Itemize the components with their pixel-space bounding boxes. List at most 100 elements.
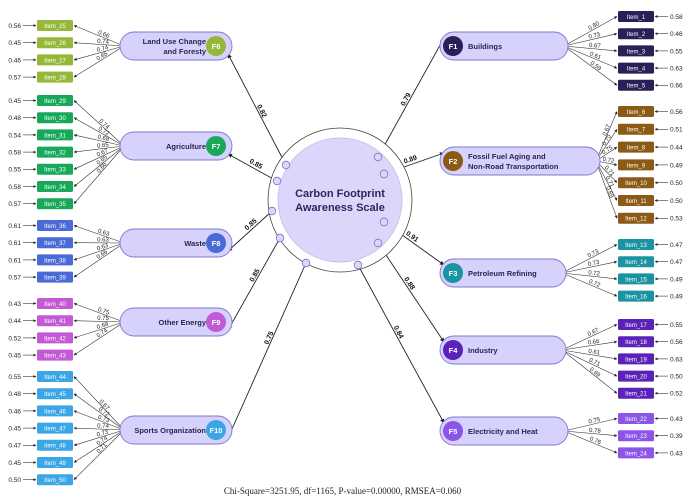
ring-connector-node	[272, 176, 282, 186]
item-name: Item_8	[627, 146, 646, 152]
error-variance: 0.45	[8, 40, 21, 47]
structural-loading-f2: 0.89	[403, 155, 418, 166]
item-box	[37, 181, 73, 192]
item-box	[618, 256, 654, 268]
error-variance: 0.45	[8, 353, 21, 360]
factor-node-f7	[119, 131, 233, 161]
item-name: Item_44	[44, 375, 66, 381]
item-loading-value: 0.61	[588, 349, 601, 357]
factor-code: F5	[449, 427, 458, 436]
item-loading-value: 0.72	[588, 270, 601, 277]
item-name: Item_30	[44, 116, 66, 122]
item-loading-value: 0.69	[604, 186, 614, 200]
item-loading-value: 0.72	[97, 126, 111, 137]
item-box	[618, 387, 654, 399]
item-box	[618, 212, 654, 224]
item-name: Item_4	[627, 67, 646, 73]
item-box	[37, 439, 73, 451]
item-name: Item_34	[44, 185, 66, 191]
structural-path-f7	[227, 153, 278, 182]
error-variance: 0.66	[670, 83, 683, 90]
item-loading-value: 0.63	[97, 228, 111, 238]
item-loading-path	[561, 349, 618, 377]
item-name: Item_9	[627, 163, 646, 169]
item-loading-path	[563, 430, 618, 454]
item-box	[37, 237, 73, 249]
item-loading-path	[73, 145, 125, 154]
item-loading-path	[73, 45, 125, 78]
error-variance: 0.58	[670, 14, 683, 21]
item-name: Item_17	[625, 323, 647, 329]
factor-label: Other Energy	[158, 318, 206, 327]
factor-code-badge	[206, 136, 226, 156]
ring-connector-node	[379, 217, 389, 227]
item-box	[618, 273, 654, 285]
item-name: Item_19	[625, 357, 647, 363]
error-variance: 0.46	[8, 57, 21, 64]
factor-label: Buildings	[468, 42, 502, 51]
error-variance: 0.51	[670, 127, 683, 134]
item-box	[37, 37, 73, 49]
error-variance: 0.48	[8, 115, 21, 122]
structural-loading-f9: 0.85	[249, 268, 262, 283]
item-name: Item_50	[44, 478, 66, 484]
error-variance: 0.53	[670, 216, 683, 223]
structural-loading-f5: 0.84	[392, 325, 405, 340]
item-loading-value: 0.71	[604, 175, 615, 189]
item-box	[37, 129, 73, 141]
item-loading-path	[73, 100, 125, 147]
factor-label-line1: Fossil Fuel Aging and	[468, 152, 546, 161]
item-name: Item_29	[44, 99, 66, 105]
item-box	[37, 71, 73, 83]
item-loading-value: 0.76	[589, 436, 603, 446]
item-loading-path	[73, 134, 125, 147]
item-box	[618, 28, 654, 40]
error-variance: 0.50	[670, 180, 683, 187]
error-variance: 0.43	[8, 301, 21, 308]
item-box	[618, 430, 654, 442]
structural-path-f9	[227, 237, 281, 331]
error-variance: 0.49	[670, 162, 683, 169]
error-variance: 0.47	[8, 443, 21, 450]
factor-node-f6	[119, 31, 233, 61]
item-loading-path	[73, 145, 125, 187]
item-loading-path	[73, 45, 125, 61]
item-loading-path	[595, 160, 618, 219]
factor-node-f3	[439, 258, 567, 288]
item-loading-path	[73, 242, 125, 278]
error-variance: 0.46	[8, 408, 21, 415]
item-loading-path	[561, 340, 618, 351]
item-box	[618, 370, 654, 382]
item-name: Item_25	[44, 24, 66, 30]
factor-label: Petroleum Refining	[468, 269, 537, 278]
item-name: Item_42	[44, 336, 66, 342]
item-name: Item_26	[44, 41, 66, 47]
item-loading-value: 0.73	[587, 248, 601, 259]
item-name: Item_37	[44, 241, 66, 247]
item-loading-path	[561, 349, 618, 394]
item-loading-value: 0.75	[588, 417, 601, 426]
item-box	[37, 422, 73, 434]
item-loading-path	[73, 429, 125, 446]
item-loading-value: 0.66	[97, 30, 111, 40]
factor-node-f8	[119, 228, 233, 258]
factor-code: F8	[212, 239, 221, 248]
error-variance: 0.56	[670, 339, 683, 346]
factor-code-badge	[443, 151, 463, 171]
item-name: Item_18	[625, 340, 647, 346]
error-variance: 0.61	[8, 223, 21, 230]
error-variance: 0.61	[8, 257, 21, 264]
factor-label-line2: Non-Road Transportation	[468, 162, 559, 171]
item-loading-value: 0.73	[97, 415, 111, 425]
item-name: Item_24	[625, 451, 647, 457]
central-title-line1: Carbon Footprint	[295, 188, 385, 200]
factor-code: F10	[210, 426, 223, 435]
central-title-line2: Awareness Scale	[295, 202, 385, 214]
item-loading-path	[73, 410, 125, 431]
item-box	[37, 371, 73, 382]
item-name: Item_14	[625, 260, 647, 266]
item-name: Item_2	[627, 32, 646, 38]
error-variance: 0.54	[8, 132, 21, 139]
item-loading-path	[563, 45, 618, 69]
